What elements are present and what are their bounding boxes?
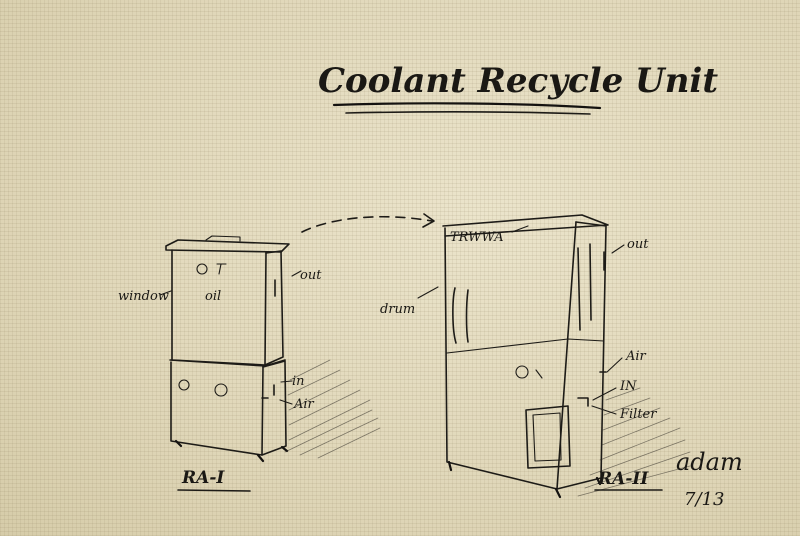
ra1-model-underline (177, 489, 251, 492)
ra2-out-label: out (627, 237, 649, 252)
ra2-filter-label: Filter (619, 407, 657, 422)
ra2-model-label: RA-II (597, 469, 649, 489)
transfer-arrow (301, 215, 433, 233)
ra1-out-label: out (300, 268, 322, 283)
ra2-brand-label: TRWWA (450, 230, 504, 245)
ra1-window-label: window (118, 289, 169, 304)
title-underline-second (345, 111, 591, 115)
ra2-air-label: Air (625, 349, 647, 364)
ra2-in-label: IN (619, 379, 637, 394)
ra1-in-label: in (292, 374, 305, 389)
sketch-title: Coolant Recycle Unit (318, 61, 718, 101)
unit-ra-2-drawing (417, 214, 691, 499)
transfer-arrowhead (422, 213, 435, 228)
title-underline (332, 102, 602, 110)
ra1-oil-label: oil (205, 289, 221, 304)
ra1-model-label: RA-I (181, 468, 225, 488)
signature-date: 7/13 (684, 489, 724, 510)
ra1-air-label: Air (293, 397, 315, 412)
ra2-drum-label: drum (380, 302, 415, 317)
unit-ra-1-drawing (159, 235, 381, 463)
signature-name: adam (676, 448, 743, 476)
